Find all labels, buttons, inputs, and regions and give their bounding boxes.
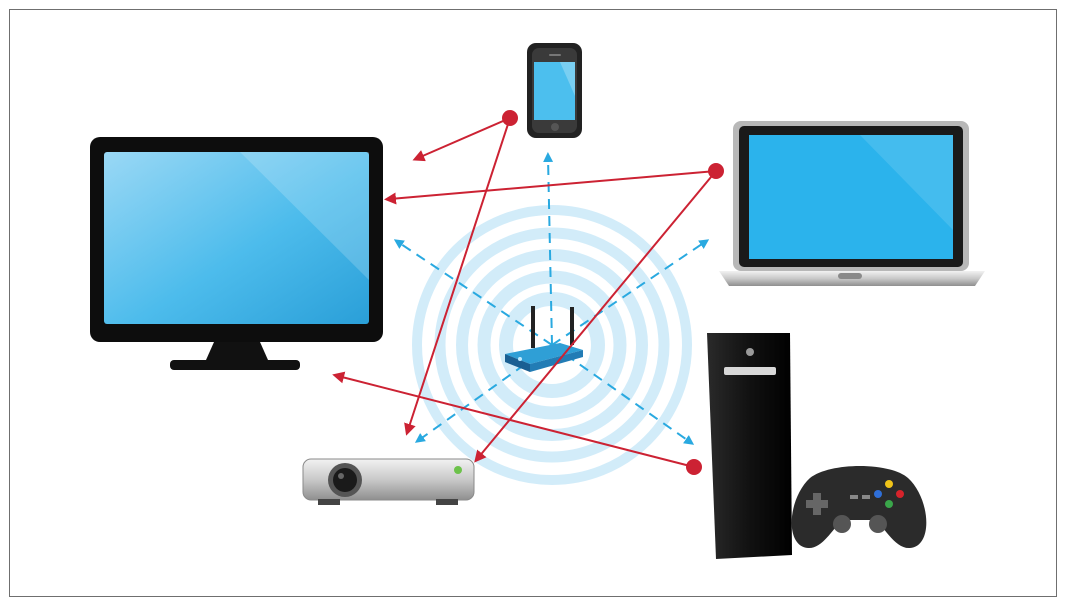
stream-source-dot-smartphone [502, 110, 518, 126]
stream-link-smartphone-to-television [412, 117, 511, 162]
pc-tower-icon [707, 333, 792, 559]
wifi-wave-ring [477, 270, 627, 420]
stream-link-desktop-tower-to-television [332, 371, 695, 468]
wifi-wave-ring [499, 292, 605, 398]
wifi-ray [551, 344, 695, 445]
stream-source-dot-laptop [708, 163, 724, 179]
wifi-wave-ring [456, 249, 648, 441]
stream-link-smartphone-to-projector [404, 117, 511, 436]
wifi-ray [393, 239, 553, 346]
router-icon [505, 306, 583, 372]
wifi-signal-waves [412, 205, 692, 485]
projector-icon [302, 458, 475, 505]
stream-link-laptop-to-projector [474, 170, 717, 463]
phone-icon [527, 43, 582, 138]
wifi-rays [393, 152, 710, 445]
stream-source-dot-desktop-tower [686, 459, 702, 475]
tv-icon [90, 137, 383, 370]
wifi-wave-ring [412, 205, 692, 485]
wifi-ray [414, 344, 553, 443]
laptop-icon [719, 121, 985, 286]
wifi-ray [543, 152, 554, 346]
stream-links [332, 110, 724, 475]
gamepad-icon [791, 466, 927, 549]
stream-link-laptop-to-television [384, 170, 717, 205]
wifi-ray [551, 239, 710, 346]
wifi-wave-ring [434, 227, 670, 463]
